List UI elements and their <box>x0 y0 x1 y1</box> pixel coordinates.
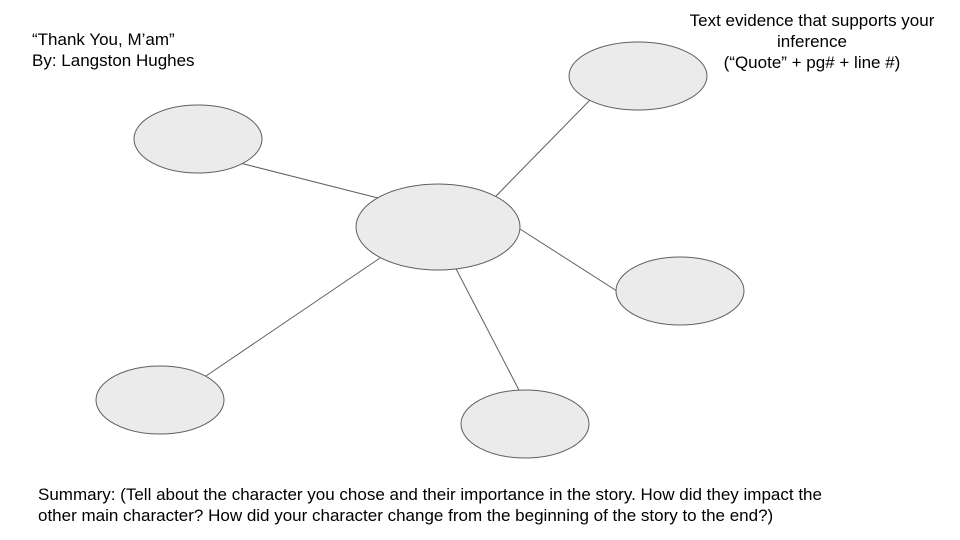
connector-top-right <box>495 99 591 197</box>
evidence-instruction: Text evidence that supports your inferen… <box>662 10 960 73</box>
bubble-top-left[interactable] <box>133 104 263 174</box>
story-title-block: “Thank You, M’am” By: Langston Hughes <box>32 29 195 71</box>
bubble-bottom[interactable] <box>460 389 590 459</box>
summary-prompt: Summary: (Tell about the character you c… <box>38 484 938 526</box>
summary-line-1: Summary: (Tell about the character you c… <box>38 485 822 504</box>
center-bubble[interactable] <box>355 183 521 271</box>
story-title: “Thank You, M’am” <box>32 30 175 49</box>
story-author: By: Langston Hughes <box>32 51 195 70</box>
bubble-bottom-left[interactable] <box>95 365 225 435</box>
connector-bottom <box>452 262 521 393</box>
evidence-instruction-line-1: Text evidence that supports your <box>689 11 935 30</box>
connector-bottom-left <box>205 257 381 377</box>
connector-right <box>519 228 621 294</box>
bubble-top-right[interactable] <box>568 41 708 111</box>
connector-top-left <box>239 162 379 199</box>
summary-line-2: other main character? How did your chara… <box>38 506 774 525</box>
evidence-instruction-line-3: (“Quote” + pg# + line #) <box>723 53 901 72</box>
evidence-instruction-line-2: inference <box>777 32 847 51</box>
bubble-right[interactable] <box>615 256 745 326</box>
